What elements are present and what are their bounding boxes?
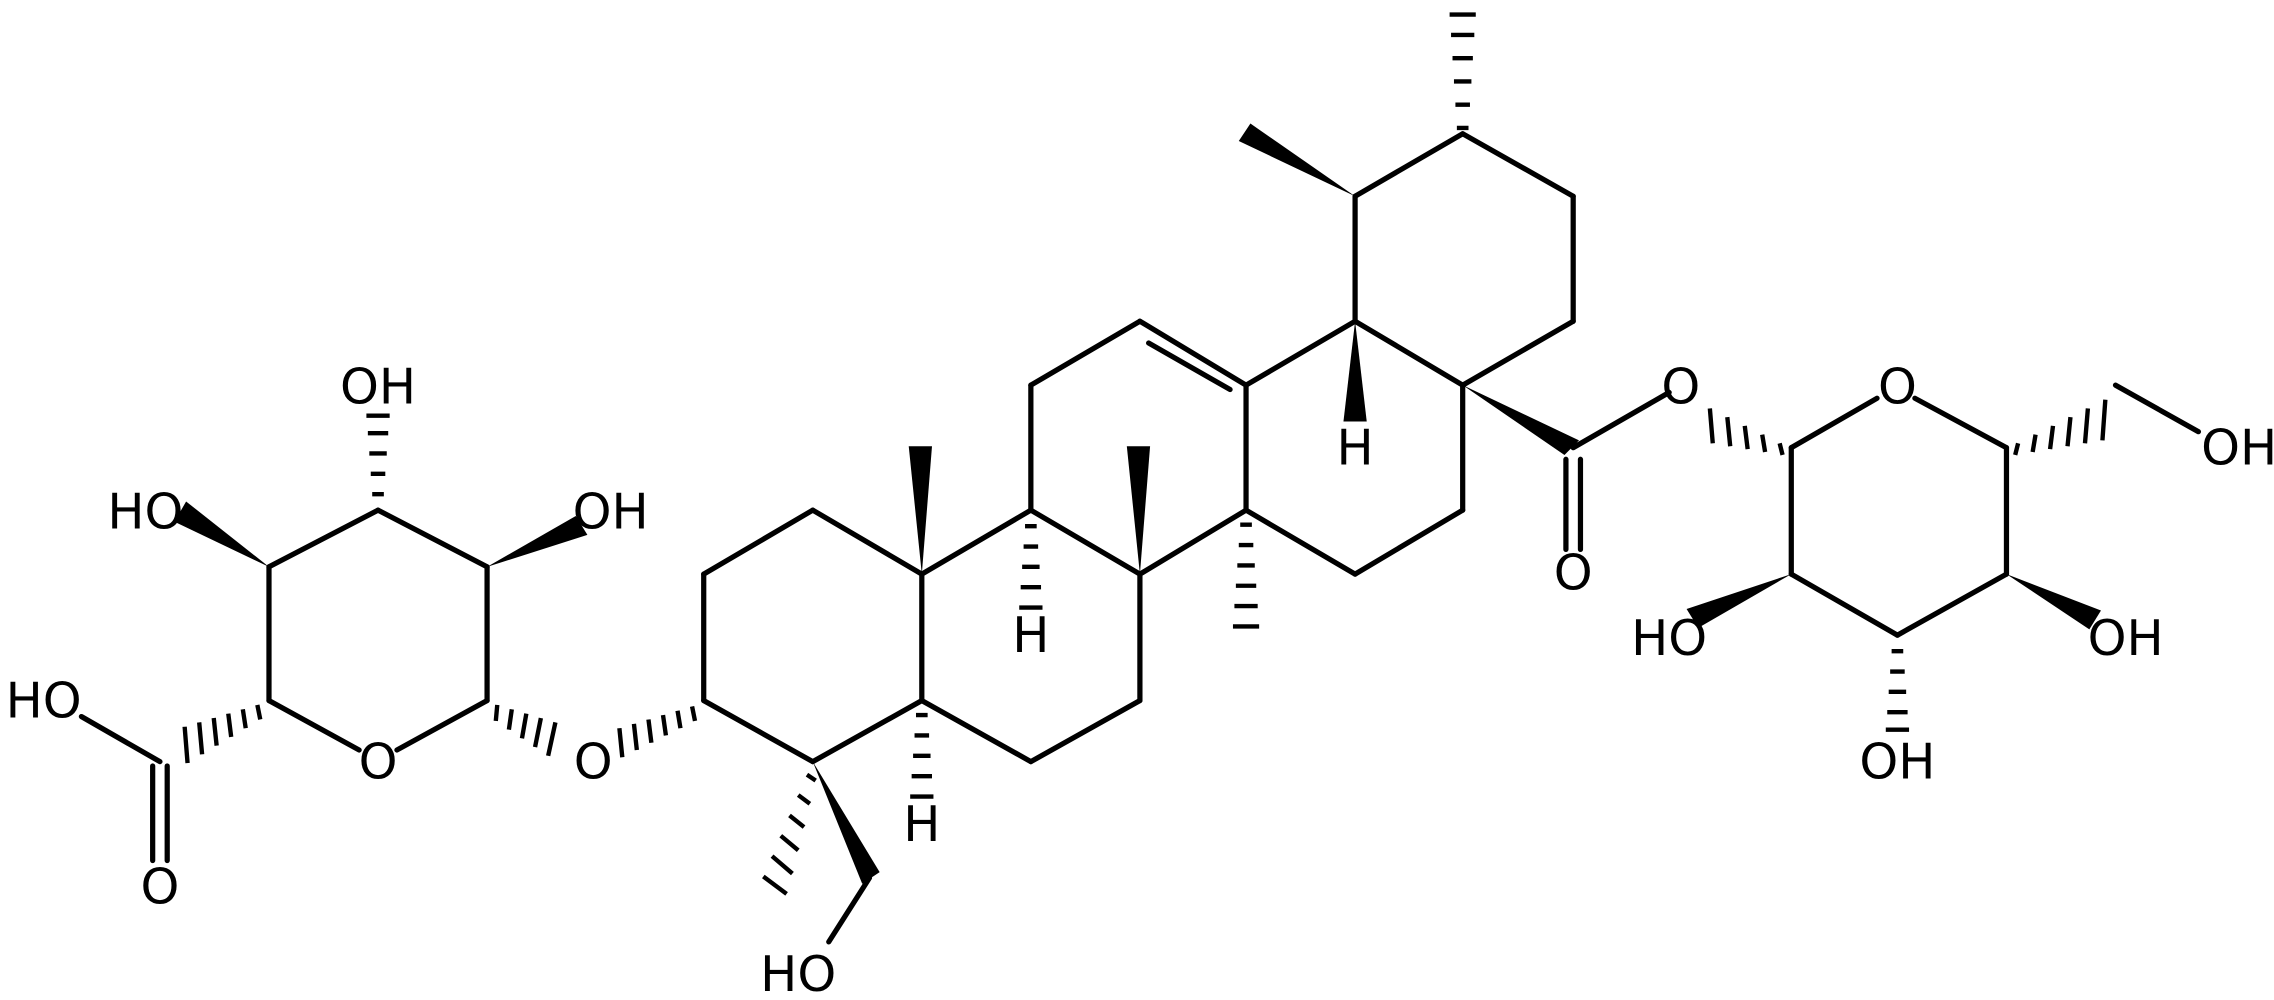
label-glca-oh-top: OH (340, 358, 416, 416)
label-glc-c4-oh: OH (2088, 609, 2164, 667)
hashed-bonds (182, 12, 2108, 896)
label-ester-o: O (1661, 358, 1700, 416)
label-glca-ring-o: O (359, 733, 398, 791)
atom-labels: OH HO OH HO O O O H H HO H O O O OH HO O… (6, 358, 2274, 1000)
label-glc-c6-oh: OH (2201, 419, 2274, 477)
skeleton-bonds (78, 131, 2202, 945)
label-h-c18: H (1337, 419, 1374, 477)
label-glc-c3-oh: OH (1859, 733, 1935, 791)
label-glca-oh-right: OH (573, 483, 649, 541)
label-glca-ho-left: HO (107, 483, 183, 541)
label-cooh-ho: HO (6, 672, 82, 730)
wedge-bonds (174, 123, 2101, 884)
label-glycosidic-o: O (574, 733, 613, 791)
label-h-c9: H (1012, 606, 1049, 664)
label-glc-c2-ho: HO (1631, 609, 1707, 667)
label-glc-ring-o: O (1878, 358, 1917, 416)
label-h-c5: H (903, 795, 940, 853)
label-cooh-o: O (140, 858, 179, 916)
label-carbonyl-o: O (1554, 544, 1593, 602)
label-c23-ho: HO (760, 945, 836, 1000)
